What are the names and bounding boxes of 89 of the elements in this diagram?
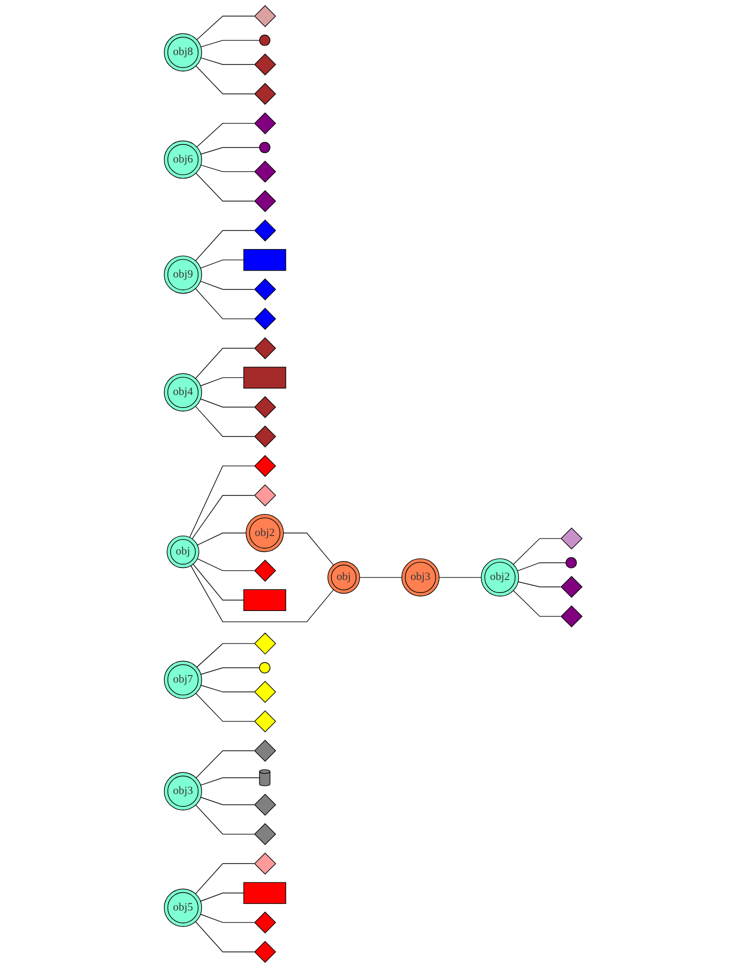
connector bbox=[196, 348, 255, 379]
connector bbox=[518, 581, 562, 588]
node-circle: obj2 bbox=[481, 558, 520, 596]
node-circle: obj7 bbox=[164, 660, 202, 699]
node-diamond bbox=[254, 426, 276, 448]
node-diamond bbox=[254, 53, 276, 76]
node-box bbox=[244, 589, 286, 611]
node-circle: obj5 bbox=[164, 888, 202, 927]
node-circle: obj6 bbox=[164, 140, 202, 179]
node-circle: obj3 bbox=[164, 772, 202, 810]
node-circle: obj4 bbox=[164, 373, 202, 412]
node-diamond bbox=[254, 190, 276, 212]
connector bbox=[197, 532, 247, 546]
node-diamond bbox=[254, 396, 276, 418]
node-diamond bbox=[254, 940, 276, 963]
connector bbox=[196, 921, 255, 952]
connector bbox=[360, 577, 402, 578]
connector bbox=[200, 796, 255, 806]
node-circle: obj9 bbox=[164, 256, 202, 294]
connector bbox=[200, 377, 244, 386]
node-diamond bbox=[254, 560, 276, 582]
node-diamond bbox=[254, 454, 276, 477]
connector bbox=[200, 892, 244, 902]
connector bbox=[192, 495, 255, 540]
node-diamond bbox=[254, 160, 276, 183]
connector bbox=[283, 532, 334, 566]
connector bbox=[513, 590, 562, 617]
node-circle: obj3 bbox=[402, 558, 440, 596]
connector bbox=[518, 562, 567, 572]
node-circle bbox=[260, 142, 271, 154]
connector bbox=[200, 280, 255, 290]
node-diamond bbox=[254, 740, 276, 762]
node-circle bbox=[260, 34, 271, 46]
connector bbox=[200, 147, 260, 154]
connector bbox=[439, 577, 482, 578]
connector bbox=[196, 66, 255, 94]
connector bbox=[200, 57, 255, 65]
connector bbox=[193, 564, 244, 600]
node-circle: obj bbox=[167, 536, 200, 568]
connector bbox=[196, 804, 255, 835]
node-diamond bbox=[560, 605, 583, 628]
node-diamond bbox=[254, 823, 276, 846]
node-circle bbox=[260, 662, 271, 674]
connector bbox=[196, 693, 255, 722]
node-diamond bbox=[254, 220, 276, 242]
node-diamond bbox=[254, 308, 276, 330]
connector bbox=[190, 565, 334, 622]
connector bbox=[200, 40, 260, 48]
connector bbox=[200, 164, 255, 172]
connector bbox=[200, 667, 260, 675]
connector bbox=[197, 558, 255, 572]
connector bbox=[196, 230, 255, 262]
connector bbox=[200, 684, 255, 692]
node-diamond bbox=[560, 576, 583, 598]
node-box bbox=[244, 249, 286, 271]
node-circle: obj bbox=[328, 561, 360, 594]
node-diamond bbox=[254, 337, 276, 360]
node-diamond bbox=[254, 632, 276, 655]
connector bbox=[190, 466, 255, 538]
connector bbox=[196, 750, 255, 778]
connector bbox=[196, 406, 255, 437]
node-diamond bbox=[254, 710, 276, 732]
connector bbox=[196, 16, 255, 40]
node-diamond bbox=[254, 852, 276, 875]
connector bbox=[196, 288, 255, 320]
node-diamond bbox=[560, 528, 583, 550]
node-diamond bbox=[254, 794, 276, 816]
node-circle: obj8 bbox=[164, 33, 202, 72]
node-cylinder bbox=[260, 769, 271, 786]
connector bbox=[196, 643, 255, 668]
node-diamond bbox=[254, 112, 276, 134]
node-diamond bbox=[254, 911, 276, 934]
connector bbox=[196, 172, 255, 202]
connector bbox=[513, 538, 562, 565]
node-circle: obj2 bbox=[246, 514, 284, 552]
node-box bbox=[244, 882, 286, 904]
node-diamond bbox=[254, 5, 276, 28]
connector bbox=[196, 122, 255, 148]
connector bbox=[200, 260, 244, 269]
node-diamond bbox=[254, 278, 276, 300]
connector bbox=[200, 777, 260, 786]
node-box bbox=[244, 366, 286, 389]
node-diamond bbox=[254, 484, 276, 506]
node-diamond bbox=[254, 680, 276, 703]
node-circle bbox=[566, 557, 578, 568]
node-diamond bbox=[254, 82, 276, 105]
connector bbox=[200, 398, 255, 408]
connector bbox=[200, 914, 255, 923]
connector bbox=[196, 863, 255, 894]
